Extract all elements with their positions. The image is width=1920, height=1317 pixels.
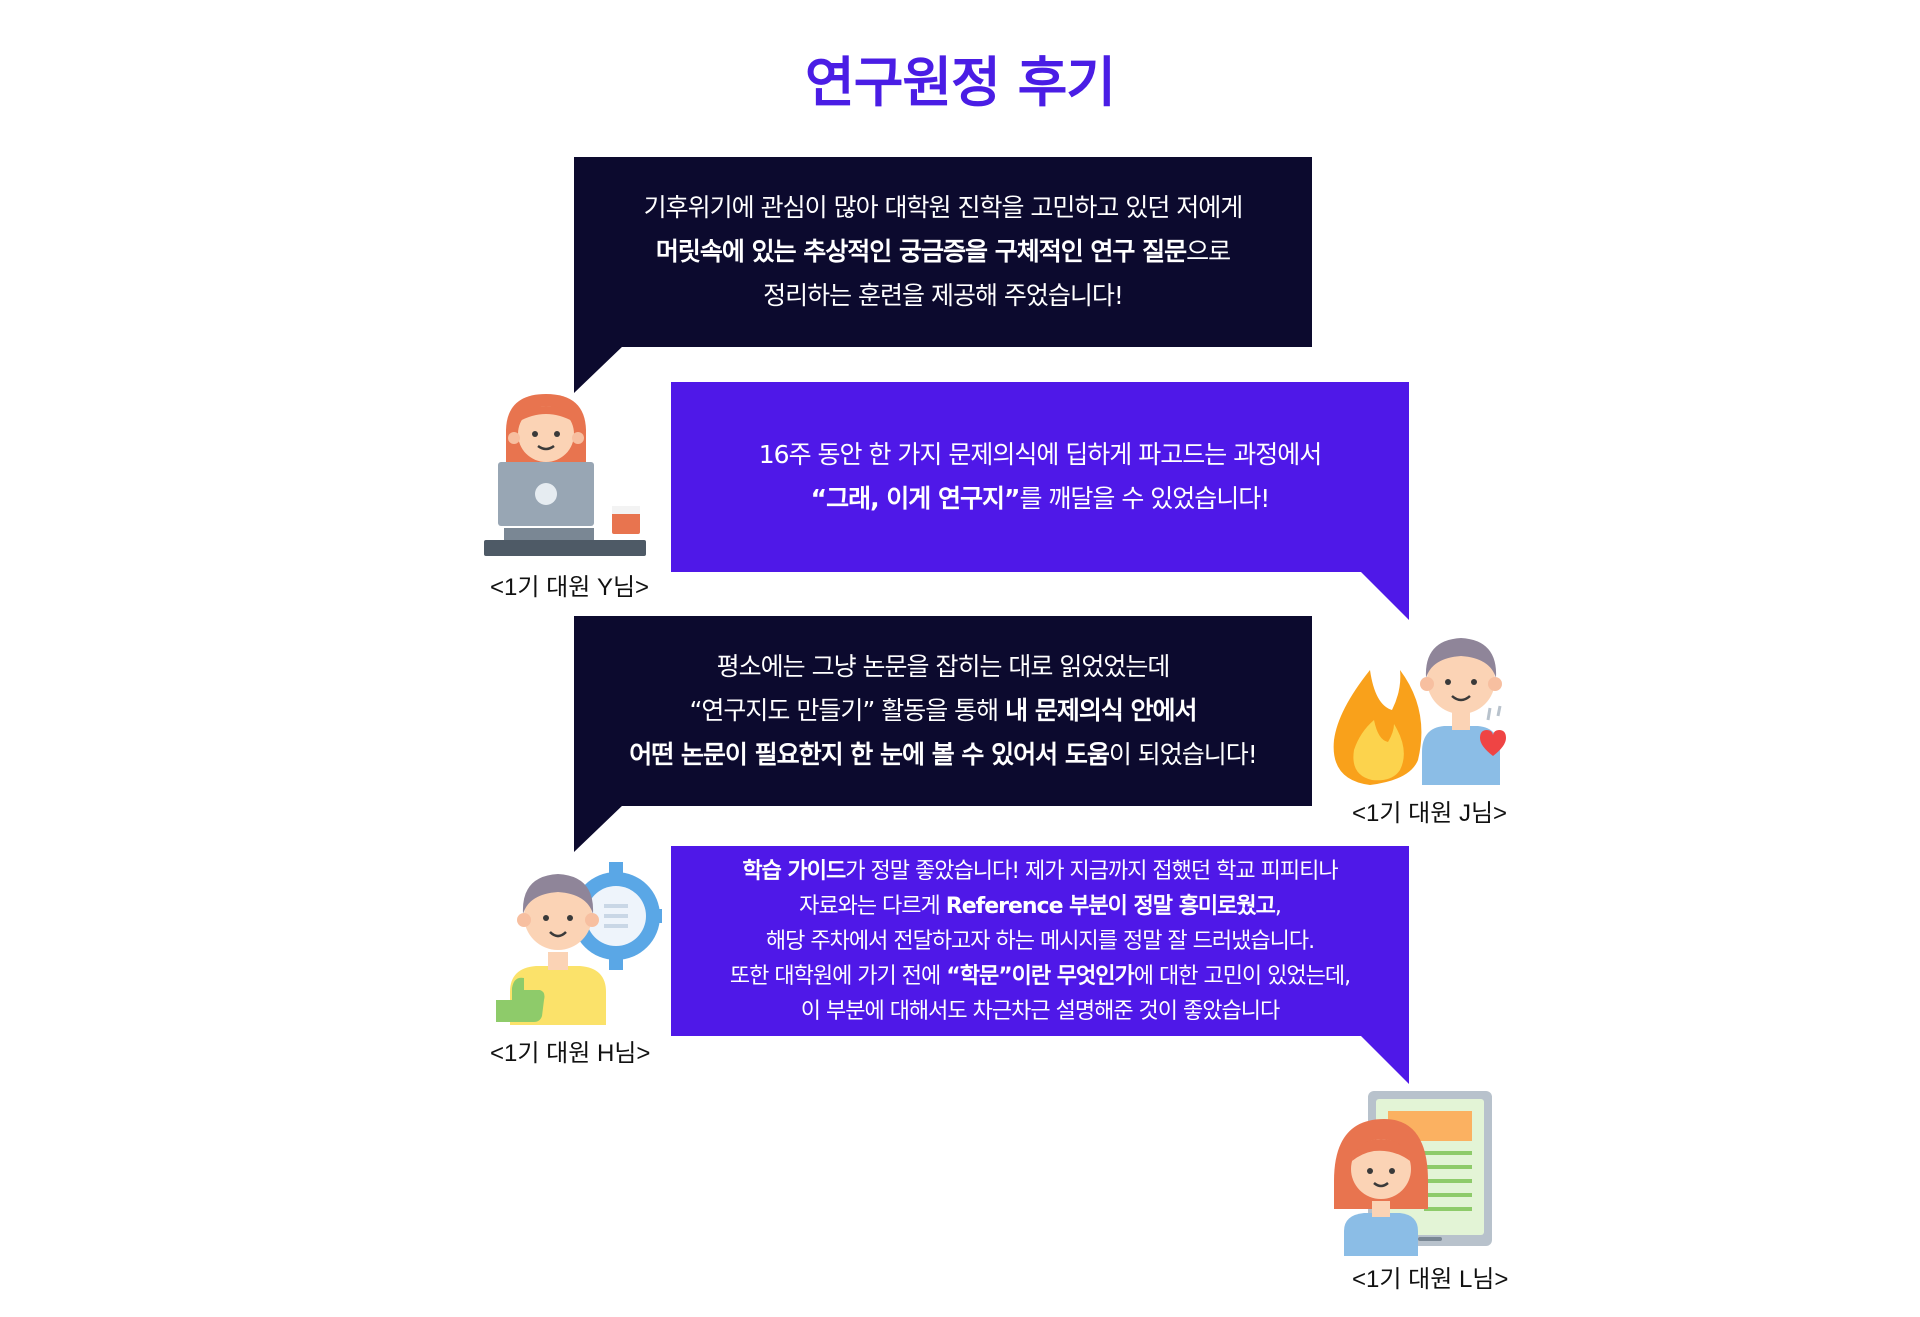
review-text-line: 자료와는 다르게 Reference 부분이 정말 흥미로웠고, [799, 889, 1282, 924]
review-text-line: 16주 동안 한 가지 문제의식에 딥하게 파고드는 과정에서 [758, 433, 1322, 477]
review-text-line: 정리하는 훈련을 제공해 주었습니다! [763, 274, 1124, 318]
bubble-tail-1 [574, 345, 624, 393]
review-text-bold: Reference 부분이 정말 흥미로웠고 [945, 893, 1276, 919]
review-text-line: 또한 대학원에 가기 전에 “학문”이란 무엇인가에 대한 고민이 있었는데, [729, 959, 1351, 994]
review-text-line: 이 부분에 대해서도 차근차근 설명해준 것이 좋았습니다 [800, 994, 1280, 1029]
review-text-bold: “학문”이란 무엇인가 [946, 963, 1134, 989]
review-text: 가 정말 좋았습니다! 제가 지금까지 접했던 학교 피피티나 [845, 858, 1338, 884]
review-text: 이 부분에 대해서도 차근차근 설명해준 것이 좋았습니다 [800, 998, 1280, 1024]
review-text: 기후위기에 관심이 많아 대학원 진학을 고민하고 있던 저에게 [643, 193, 1244, 222]
bubble-tail-2 [1359, 570, 1409, 620]
reviewer-name-j: <1기 대원 J님> [1352, 800, 1508, 827]
review-text-line: 어떤 논문이 필요한지 한 눈에 볼 수 있어서 도움이 되었습니다! [629, 733, 1258, 777]
review-text: 에 대한 고민이 있었는데, [1133, 963, 1351, 989]
review-text: 평소에는 그냥 논문을 잡히는 대로 읽었었는데 [716, 652, 1171, 681]
review-text-line: 학습 가이드가 정말 좋았습니다! 제가 지금까지 접했던 학교 피피티나 [742, 854, 1338, 889]
review-bubble-3: 평소에는 그냥 논문을 잡히는 대로 읽었었는데 “연구지도 만들기” 활동을 통… [574, 616, 1312, 806]
review-text: 정리하는 훈련을 제공해 주었습니다! [763, 281, 1124, 310]
review-text-line: 기후위기에 관심이 많아 대학원 진학을 고민하고 있던 저에게 [643, 186, 1244, 230]
review-text-bold: 어떤 논문이 필요한지 한 눈에 볼 수 있어서 도움 [629, 740, 1110, 769]
review-text: , [1274, 893, 1282, 919]
bubble-tail-4 [1359, 1034, 1409, 1084]
man-gear-thumbsup-icon [496, 862, 662, 1025]
reviewer-name-y: <1기 대원 Y님> [490, 574, 650, 601]
review-text: 16주 동안 한 가지 문제의식에 딥하게 파고드는 과정에서 [758, 440, 1322, 469]
woman-laptop-icon [484, 394, 646, 556]
review-text: 으로 [1186, 237, 1231, 266]
review-text-bold: 머릿속에 있는 추상적인 궁금증을 구체적인 연구 질문 [655, 237, 1187, 266]
review-text: 자료와는 다르게 [799, 893, 946, 919]
review-text-bold: 학습 가이드 [742, 858, 846, 884]
review-text: 또한 대학원에 가기 전에 [729, 963, 947, 989]
woman-tablet-icon [1334, 1091, 1492, 1256]
bubble-tail-3 [574, 804, 624, 852]
page-title: 연구원정 후기 [805, 51, 1116, 114]
review-text-bold: 내 문제의식 안에서 [1005, 696, 1197, 725]
review-text: 를 깨달을 수 있었습니다! [1019, 484, 1270, 513]
review-text-line: “연구지도 만들기” 활동을 통해 내 문제의식 안에서 [689, 689, 1197, 733]
review-bubble-2: 16주 동안 한 가지 문제의식에 딥하게 파고드는 과정에서 “그래, 이게 연… [671, 382, 1409, 572]
review-text: 해당 주차에서 전달하고자 하는 메시지를 정말 잘 드러냈습니다. [765, 928, 1315, 954]
review-text-line: 평소에는 그냥 논문을 잡히는 대로 읽었었는데 [716, 645, 1171, 689]
review-text: 이 되었습니다! [1108, 740, 1258, 769]
review-text-bold: “그래, 이게 연구지” [810, 484, 1021, 513]
review-text-line: 머릿속에 있는 추상적인 궁금증을 구체적인 연구 질문으로 [655, 230, 1231, 274]
review-text-line: “그래, 이게 연구지”를 깨달을 수 있었습니다! [810, 477, 1271, 521]
reviewer-name-h: <1기 대원 H님> [490, 1040, 651, 1067]
reviewer-name-l: <1기 대원 L님> [1352, 1266, 1509, 1293]
man-fire-heart-icon [1333, 638, 1506, 785]
review-text-line: 해당 주차에서 전달하고자 하는 메시지를 정말 잘 드러냈습니다. [765, 924, 1315, 959]
review-text: “연구지도 만들기” 활동을 통해 [689, 696, 1006, 725]
